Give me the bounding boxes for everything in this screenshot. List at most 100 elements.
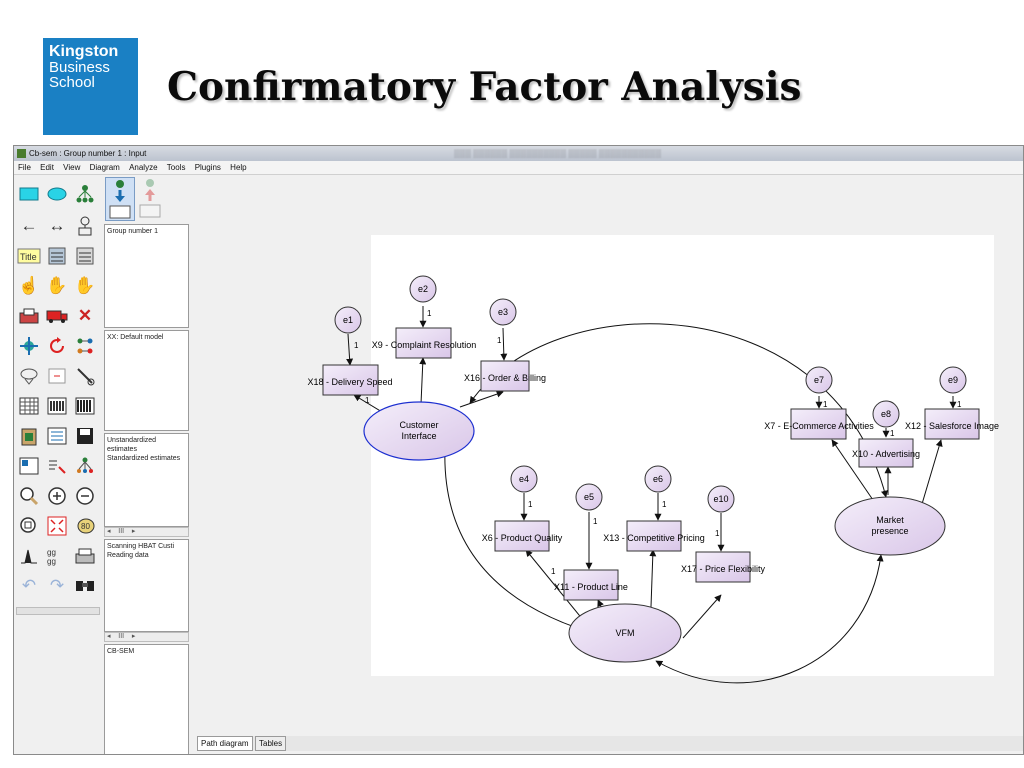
menu-help[interactable]: Help xyxy=(230,163,247,172)
files-panel[interactable]: CB-SEM xyxy=(104,644,189,754)
indicator-x7-e-commerce-activities[interactable]: X7 - E-Commerce Activities xyxy=(764,408,874,440)
undo-icon[interactable]: ↶ xyxy=(21,576,37,595)
move-object-truck-icon[interactable] xyxy=(44,303,70,329)
menu-diagram[interactable]: Diagram xyxy=(89,163,120,172)
loading-path[interactable] xyxy=(459,390,504,408)
menu-view[interactable]: View xyxy=(63,163,81,172)
error-path[interactable] xyxy=(500,327,508,361)
single-arrow-icon[interactable]: ← xyxy=(20,216,38,235)
erase-object-icon[interactable]: ✕ xyxy=(77,306,93,325)
indicator-x12-salesforce-image[interactable]: X12 - Salesforce Image xyxy=(905,408,999,440)
print-diagram-icon[interactable] xyxy=(72,543,98,569)
scroll-thumb-2[interactable]: III xyxy=(118,633,125,640)
model-item[interactable]: XX: Default model xyxy=(107,334,164,341)
covariance-vfm-market[interactable] xyxy=(655,554,884,684)
draw-observed-rectangle-icon[interactable] xyxy=(16,181,42,207)
indicator-x17-price-flexibility[interactable]: X17 - Price Flexibility xyxy=(681,551,766,583)
data-files-icon[interactable] xyxy=(16,393,42,419)
error-variable-e6[interactable]: e6 xyxy=(644,465,672,493)
toolbox-scrollbar[interactable] xyxy=(16,607,100,615)
indicator-x16-order-billing[interactable]: X16 - Order & Billing xyxy=(464,360,546,392)
menu-plugins[interactable]: Plugins xyxy=(194,163,221,172)
analysis-properties-icon[interactable] xyxy=(44,393,70,419)
group-item[interactable]: Group number 1 xyxy=(107,228,158,235)
error-variable-e10[interactable]: e10 xyxy=(707,485,735,513)
error-variable-e3[interactable]: e3 xyxy=(489,298,517,326)
tab-tables[interactable]: Tables xyxy=(255,736,287,751)
loading-path[interactable] xyxy=(921,439,943,505)
view-output-button[interactable] xyxy=(136,177,166,221)
calculate-estimates-icon[interactable] xyxy=(72,393,98,419)
view-input-button[interactable] xyxy=(105,177,135,221)
rotate-indicators-icon[interactable] xyxy=(44,333,70,359)
view-page-icon[interactable] xyxy=(16,513,42,539)
error-path[interactable] xyxy=(346,333,354,366)
bayesian-estimation-icon[interactable] xyxy=(16,543,42,569)
double-arrow-icon[interactable]: ↔ xyxy=(48,216,66,235)
window-titlebar[interactable]: Cb-sem : Group number 1 : Input ▒▒▒ ▒▒▒▒… xyxy=(14,146,1023,161)
error-variable-e8[interactable]: e8 xyxy=(872,400,900,428)
error-variable-e1[interactable]: e1 xyxy=(334,306,362,334)
drag-properties-icon[interactable] xyxy=(44,453,70,479)
error-variable-e4[interactable]: e4 xyxy=(510,465,538,493)
messages-scrollbar[interactable]: ◂ III ▸ xyxy=(104,632,189,642)
unique-variable-icon[interactable] xyxy=(72,213,98,239)
loading-path[interactable] xyxy=(353,394,383,413)
indicator-x6-product-quality[interactable]: X6 - Product Quality xyxy=(482,520,563,552)
loading-path[interactable] xyxy=(682,594,722,639)
draw-latent-indicator-icon[interactable] xyxy=(72,181,98,207)
menu-edit[interactable]: Edit xyxy=(40,163,54,172)
menu-file[interactable]: File xyxy=(18,163,31,172)
loading-path[interactable] xyxy=(831,439,874,501)
error-variable-e2[interactable]: e2 xyxy=(409,275,437,303)
save-diagram-icon[interactable] xyxy=(72,423,98,449)
zoom-out-icon[interactable] xyxy=(72,483,98,509)
menu-tools[interactable]: Tools xyxy=(166,163,186,172)
list-variables-dataset-icon[interactable] xyxy=(72,243,98,269)
file-item[interactable]: CB-SEM xyxy=(107,648,135,655)
redo-icon[interactable]: ↷ xyxy=(49,576,65,595)
copy-object-icon[interactable] xyxy=(16,303,42,329)
indicator-x9-complaint-resolution[interactable]: X9 - Complaint Resolution xyxy=(372,327,477,359)
scroll-thumb[interactable]: III xyxy=(118,528,125,535)
specification-search-icon[interactable] xyxy=(72,573,98,599)
covariance-customer-vfm[interactable] xyxy=(441,431,612,640)
loupe-icon[interactable]: 80 xyxy=(72,513,98,539)
error-variable-e5[interactable]: e5 xyxy=(575,483,603,511)
indicator-x18-delivery-speed[interactable]: X18 - Delivery Speed xyxy=(307,364,393,396)
copy-to-clipboard-icon[interactable] xyxy=(16,423,42,449)
draw-unobserved-ellipse-icon[interactable] xyxy=(44,181,70,207)
latent-vfm[interactable]: VFM xyxy=(568,603,682,663)
select-one-hand-icon[interactable]: ☝ xyxy=(18,276,40,295)
path-diagram-canvas[interactable]: 1 1 1 1 1 1 1 1 1 1 1 1 1 e1 e2 e3 e4 e5… xyxy=(191,175,1023,735)
indicator-x10-advertising[interactable]: X10 - Advertising xyxy=(852,438,920,468)
unstandardized-estimates-item[interactable]: Unstandardized estimates xyxy=(107,437,157,453)
text-output-icon[interactable] xyxy=(44,423,70,449)
tab-path-diagram[interactable]: Path diagram xyxy=(197,736,253,751)
select-all-hand-icon[interactable]: ✋ xyxy=(46,276,68,295)
zoom-in-icon[interactable] xyxy=(44,483,70,509)
menu-analyze[interactable]: Analyze xyxy=(129,163,158,172)
error-variable-e7[interactable]: e7 xyxy=(805,366,833,394)
object-properties-icon[interactable] xyxy=(16,453,42,479)
zoom-selected-icon[interactable] xyxy=(16,483,42,509)
touch-up-icon[interactable] xyxy=(72,363,98,389)
latent-customer-interface[interactable]: Customer Interface xyxy=(363,401,475,461)
latent-market-presence[interactable]: Market presence xyxy=(834,496,946,556)
fit-to-page-icon[interactable] xyxy=(44,513,70,539)
groups-list[interactable]: Group number 1 xyxy=(104,224,189,328)
reflect-indicators-icon[interactable] xyxy=(72,333,98,359)
indicator-x11-product-line[interactable]: X11 - Product Line xyxy=(554,569,628,601)
estimates-list[interactable]: Unstandardized estimates Standardized es… xyxy=(104,433,189,527)
standardized-estimates-item[interactable]: Standardized estimates xyxy=(107,455,181,462)
loading-path[interactable] xyxy=(419,357,427,405)
preserve-symmetries-icon[interactable] xyxy=(72,453,98,479)
estimates-scrollbar[interactable]: ◂ III ▸ xyxy=(104,527,189,537)
indicator-x13-competitive-pricing[interactable]: X13 - Competitive Pricing xyxy=(603,520,705,552)
deselect-hand-icon[interactable]: ✋ xyxy=(74,276,96,295)
list-variables-model-icon[interactable] xyxy=(44,243,70,269)
error-variable-e9[interactable]: e9 xyxy=(939,366,967,394)
scroll-icon[interactable] xyxy=(44,363,70,389)
change-shape-icon[interactable] xyxy=(16,333,42,359)
